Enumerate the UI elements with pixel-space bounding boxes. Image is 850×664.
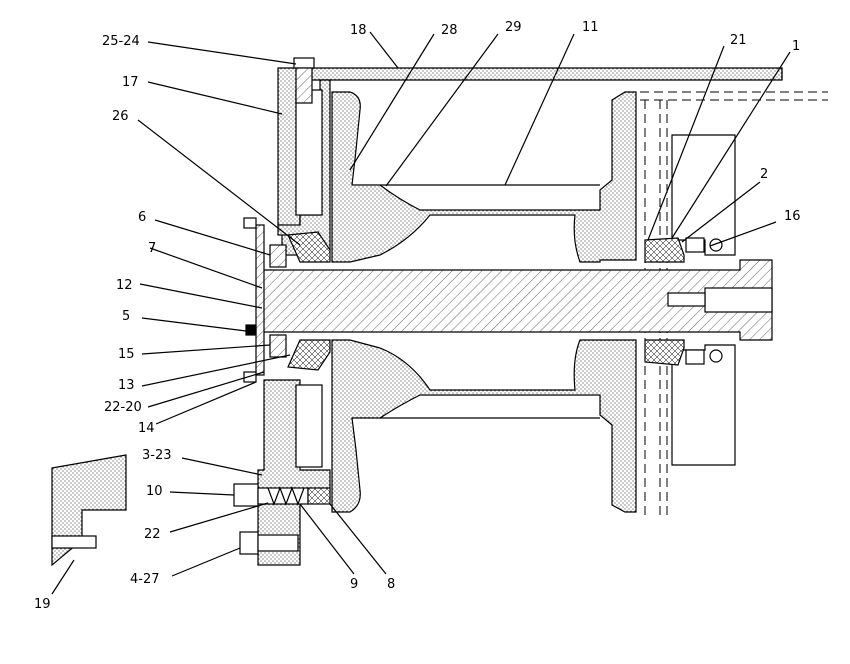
top-bolt <box>293 57 315 104</box>
left-bearing-upper <box>269 231 331 268</box>
callout-21: 21 <box>730 33 747 48</box>
callout-26: 26 <box>112 109 129 124</box>
callout-22: 22 <box>144 527 161 542</box>
callout-14: 14 <box>138 421 155 436</box>
callout-29: 29 <box>505 20 522 35</box>
right-bearing-upper <box>644 237 685 263</box>
callout-2: 2 <box>760 167 768 182</box>
pawl-spring-assembly <box>233 483 331 555</box>
left-bearing-lower <box>269 334 331 371</box>
callout-28: 28 <box>441 23 458 38</box>
callout-13: 13 <box>118 378 135 393</box>
callout-4-27: 4-27 <box>130 572 160 587</box>
right-bearing-housing <box>671 134 736 466</box>
callout-1: 1 <box>792 39 800 54</box>
detail-view-19 <box>51 454 127 567</box>
right-bearing-lower <box>644 339 685 366</box>
callout-15: 15 <box>118 347 135 362</box>
callout-7: 7 <box>148 241 156 256</box>
callout-12: 12 <box>116 278 133 293</box>
left-housing-wall <box>257 79 331 566</box>
callout-labels: 25-24 17 18 28 29 11 21 1 26 2 16 6 7 12… <box>34 20 801 612</box>
right-collar-fittings <box>685 237 723 365</box>
shaft <box>261 259 773 341</box>
end-cap-plate <box>243 217 265 383</box>
callout-6: 6 <box>138 210 146 225</box>
callout-3-23: 3-23 <box>142 448 172 463</box>
callout-22-20: 22-20 <box>104 400 142 415</box>
callout-18: 18 <box>350 23 367 38</box>
callout-9: 9 <box>350 577 358 592</box>
callout-8: 8 <box>387 577 395 592</box>
callout-16: 16 <box>784 209 801 224</box>
callout-5: 5 <box>122 309 130 324</box>
drum-upper-half <box>331 91 637 513</box>
callout-17: 17 <box>122 75 139 90</box>
callout-leader-lines <box>51 31 791 595</box>
callout-25-24: 25-24 <box>102 34 140 49</box>
callout-11: 11 <box>582 20 599 35</box>
callout-19: 19 <box>34 597 51 612</box>
callout-10: 10 <box>146 484 163 499</box>
